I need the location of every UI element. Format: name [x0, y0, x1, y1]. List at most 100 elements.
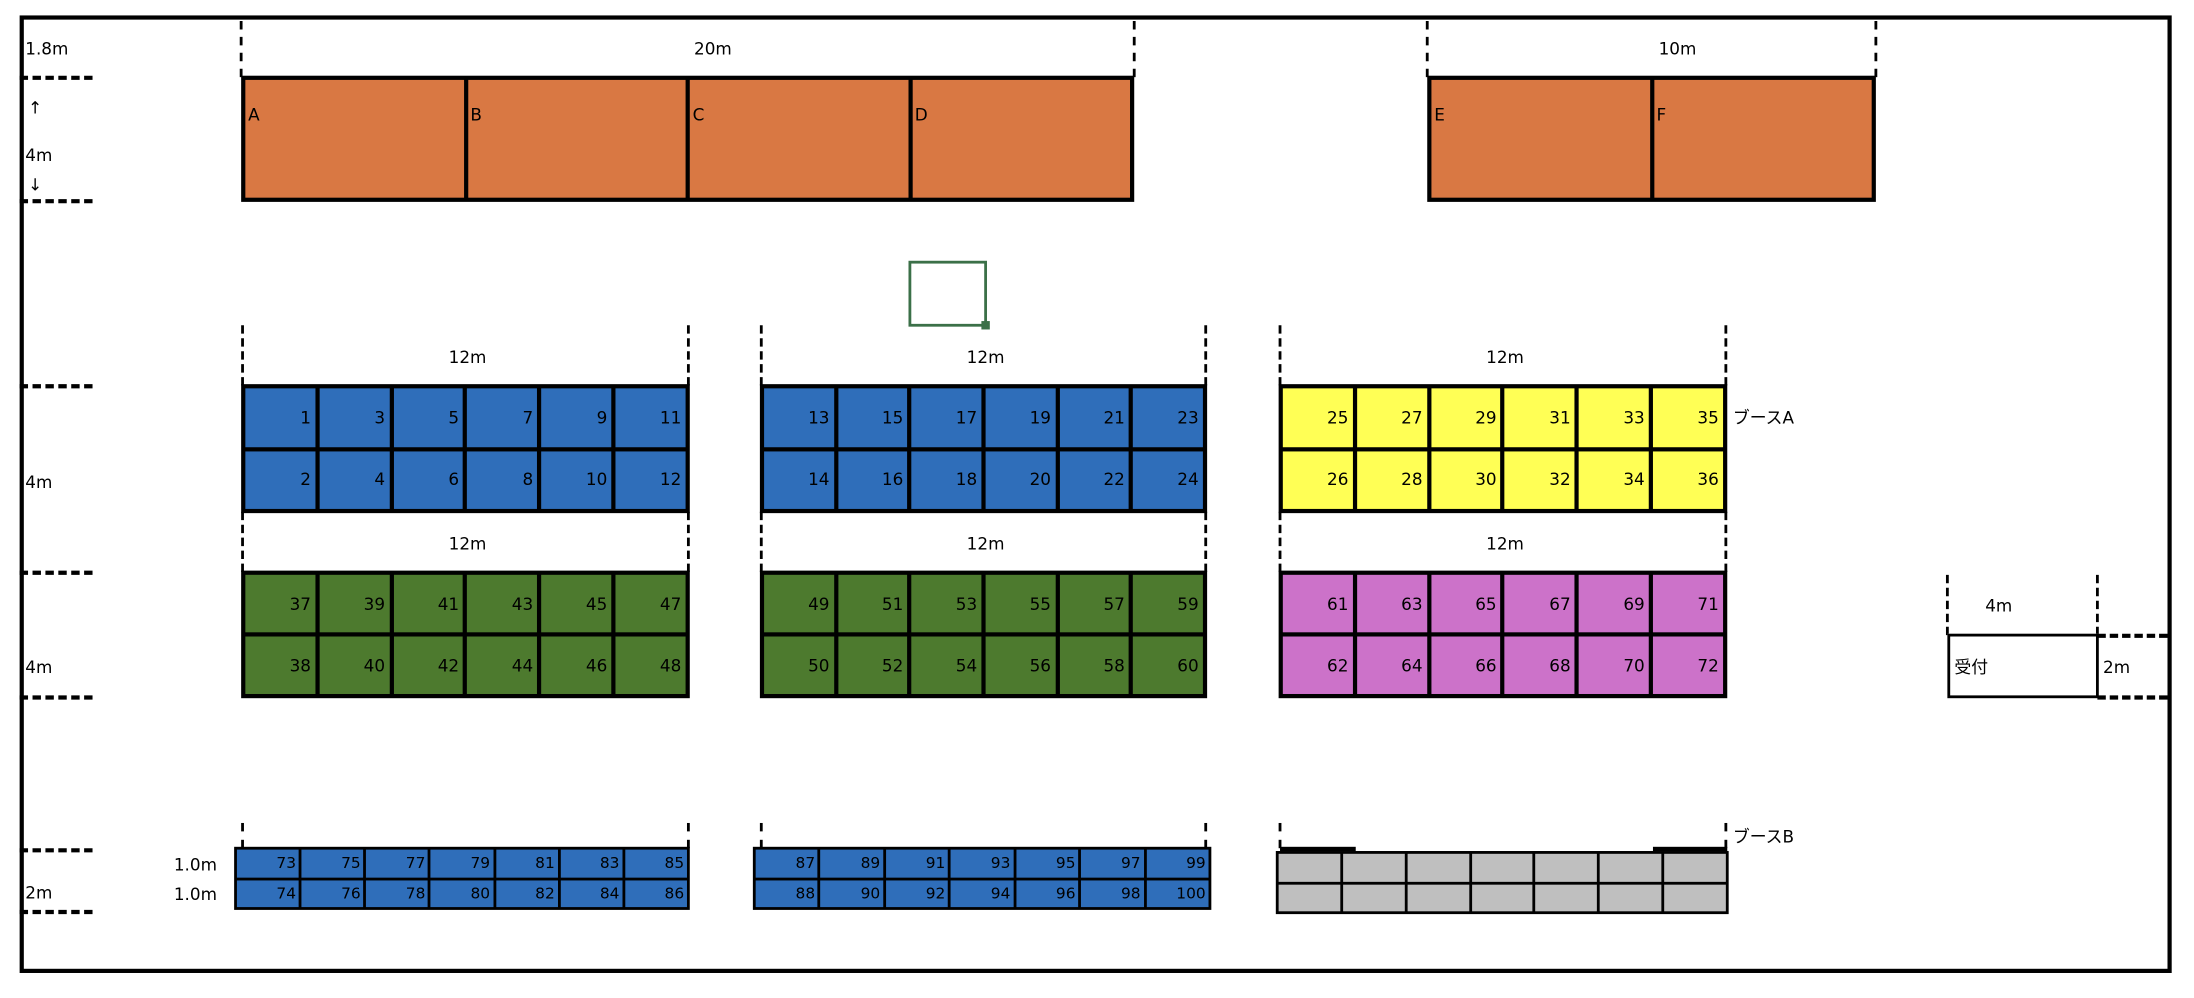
large-booth-e[interactable]: E [1431, 79, 1650, 198]
booth-38[interactable]: 38 [245, 636, 316, 694]
booth-4[interactable]: 4 [319, 450, 390, 509]
booth-14[interactable]: 14 [764, 450, 834, 509]
booth-36[interactable]: 36 [1653, 450, 1724, 509]
booth-83[interactable]: 83 [560, 849, 623, 877]
booth-53[interactable]: 53 [911, 574, 982, 633]
booth-18[interactable]: 18 [911, 450, 982, 509]
booth-19[interactable]: 19 [985, 388, 1056, 447]
booth-59[interactable]: 59 [1133, 574, 1203, 633]
booth-21[interactable]: 21 [1059, 388, 1130, 447]
booth-1[interactable]: 1 [245, 388, 316, 447]
large-booth-a[interactable]: A [245, 79, 464, 198]
booth-35[interactable]: 35 [1653, 388, 1724, 447]
booth-72[interactable]: 72 [1653, 636, 1724, 694]
booth-23[interactable]: 23 [1133, 388, 1203, 447]
booth-77[interactable]: 77 [366, 849, 429, 877]
booth-64[interactable]: 64 [1356, 636, 1427, 694]
booth-empty[interactable] [1342, 883, 1405, 912]
booth-37[interactable]: 37 [245, 574, 316, 633]
reception-desk[interactable]: 受付 [1947, 633, 2099, 699]
booth-empty[interactable] [1278, 883, 1341, 912]
booth-17[interactable]: 17 [911, 388, 982, 447]
booth-30[interactable]: 30 [1430, 450, 1501, 509]
booth-5[interactable]: 5 [393, 388, 464, 447]
booth-empty[interactable] [1471, 883, 1533, 912]
booth-75[interactable]: 75 [301, 849, 364, 877]
booth-50[interactable]: 50 [764, 636, 834, 694]
large-booth-c[interactable]: C [689, 79, 908, 198]
booth-88[interactable]: 88 [755, 879, 818, 908]
booth-2[interactable]: 2 [245, 450, 316, 509]
booth-15[interactable]: 15 [837, 388, 908, 447]
booth-66[interactable]: 66 [1430, 636, 1501, 694]
booth-51[interactable]: 51 [837, 574, 908, 633]
booth-20[interactable]: 20 [985, 450, 1056, 509]
booth-16[interactable]: 16 [837, 450, 908, 509]
booth-41[interactable]: 41 [393, 574, 464, 633]
booth-93[interactable]: 93 [950, 849, 1014, 877]
booth-42[interactable]: 42 [393, 636, 464, 694]
booth-empty[interactable] [1471, 853, 1533, 882]
booth-25[interactable]: 25 [1282, 388, 1353, 447]
booth-47[interactable]: 47 [615, 574, 686, 633]
booth-81[interactable]: 81 [495, 849, 558, 877]
booth-90[interactable]: 90 [820, 879, 884, 908]
large-booth-d[interactable]: D [912, 79, 1131, 198]
booth-3[interactable]: 3 [319, 388, 390, 447]
booth-76[interactable]: 76 [301, 879, 364, 908]
booth-28[interactable]: 28 [1356, 450, 1427, 509]
booth-70[interactable]: 70 [1579, 636, 1649, 694]
booth-67[interactable]: 67 [1505, 574, 1575, 633]
booth-95[interactable]: 95 [1016, 849, 1079, 877]
booth-27[interactable]: 27 [1356, 388, 1427, 447]
booth-96[interactable]: 96 [1016, 879, 1079, 908]
booth-empty[interactable] [1600, 853, 1662, 882]
booth-empty[interactable] [1535, 853, 1598, 882]
booth-empty[interactable] [1664, 853, 1726, 882]
booth-56[interactable]: 56 [985, 636, 1056, 694]
booth-9[interactable]: 9 [541, 388, 612, 447]
booth-empty[interactable] [1407, 853, 1469, 882]
booth-94[interactable]: 94 [950, 879, 1014, 908]
booth-44[interactable]: 44 [467, 636, 538, 694]
booth-40[interactable]: 40 [319, 636, 390, 694]
booth-69[interactable]: 69 [1579, 574, 1649, 633]
booth-61[interactable]: 61 [1282, 574, 1353, 633]
booth-63[interactable]: 63 [1356, 574, 1427, 633]
booth-43[interactable]: 43 [467, 574, 538, 633]
booth-31[interactable]: 31 [1505, 388, 1575, 447]
booth-74[interactable]: 74 [236, 879, 299, 908]
booth-10[interactable]: 10 [541, 450, 612, 509]
booth-57[interactable]: 57 [1059, 574, 1130, 633]
booth-29[interactable]: 29 [1430, 388, 1501, 447]
booth-6[interactable]: 6 [393, 450, 464, 509]
booth-13[interactable]: 13 [764, 388, 834, 447]
booth-62[interactable]: 62 [1282, 636, 1353, 694]
booth-60[interactable]: 60 [1133, 636, 1203, 694]
booth-empty[interactable] [1278, 853, 1341, 882]
booth-12[interactable]: 12 [615, 450, 686, 509]
booth-97[interactable]: 97 [1081, 849, 1144, 877]
booth-100[interactable]: 100 [1146, 879, 1209, 908]
booth-78[interactable]: 78 [366, 879, 429, 908]
booth-71[interactable]: 71 [1653, 574, 1724, 633]
booth-32[interactable]: 32 [1505, 450, 1575, 509]
booth-99[interactable]: 99 [1146, 849, 1209, 877]
large-booth-f[interactable]: F [1653, 79, 1872, 198]
booth-85[interactable]: 85 [625, 849, 687, 877]
booth-86[interactable]: 86 [625, 879, 687, 908]
booth-8[interactable]: 8 [467, 450, 538, 509]
booth-48[interactable]: 48 [615, 636, 686, 694]
booth-7[interactable]: 7 [467, 388, 538, 447]
booth-58[interactable]: 58 [1059, 636, 1130, 694]
booth-empty[interactable] [1407, 883, 1469, 912]
booth-54[interactable]: 54 [911, 636, 982, 694]
booth-73[interactable]: 73 [236, 849, 299, 877]
booth-52[interactable]: 52 [837, 636, 908, 694]
booth-33[interactable]: 33 [1579, 388, 1649, 447]
booth-84[interactable]: 84 [560, 879, 623, 908]
booth-26[interactable]: 26 [1282, 450, 1353, 509]
booth-24[interactable]: 24 [1133, 450, 1203, 509]
booth-55[interactable]: 55 [985, 574, 1056, 633]
large-booth-b[interactable]: B [467, 79, 686, 198]
